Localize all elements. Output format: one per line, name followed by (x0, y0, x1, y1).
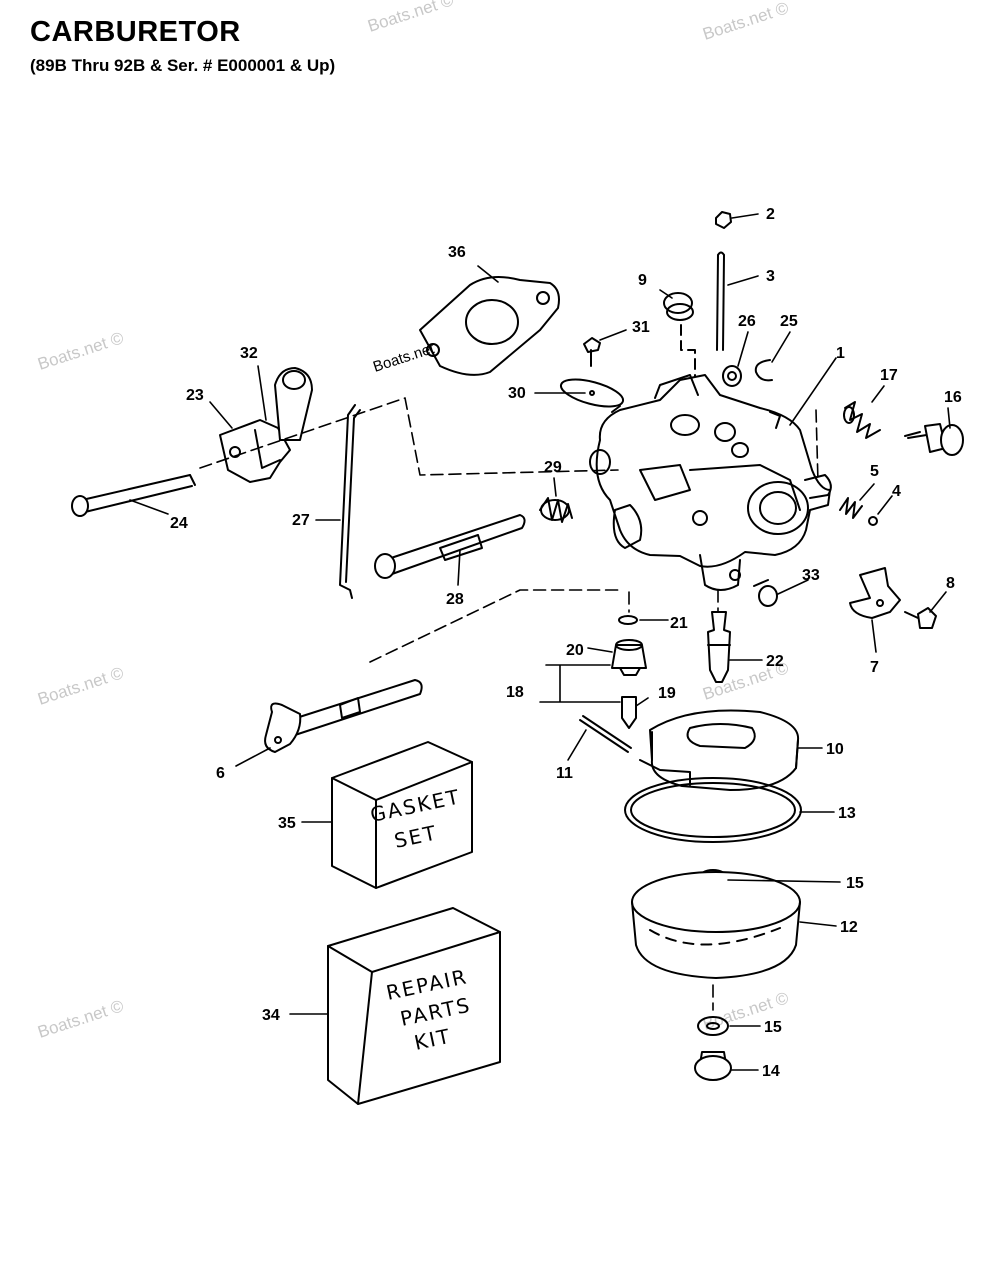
spring-part-5 (839, 497, 863, 519)
gasket-box-line-2: SET (392, 820, 440, 853)
callout-30: 30 (508, 385, 526, 402)
bracket-part-23 (219, 419, 291, 483)
ball-part-4 (868, 516, 878, 526)
float-part-10 (639, 709, 800, 791)
carburetor-body-part-1 (589, 374, 832, 591)
callout-18: 18 (506, 684, 524, 701)
callout-26: 26 (738, 313, 756, 330)
washer-part-15-lower (697, 1016, 729, 1036)
link-rod-part-27 (339, 404, 361, 599)
callout-31: 31 (632, 319, 650, 336)
callout-12: 12 (840, 919, 858, 936)
callout-32: 32 (240, 345, 258, 362)
callout-23: 23 (186, 387, 204, 404)
stud-part-3 (716, 251, 725, 351)
ring-gasket-part-13 (624, 777, 802, 843)
page-subtitle: (89B Thru 92B & Ser. # E000001 & Up) (30, 56, 336, 75)
callout-35: 35 (278, 815, 296, 832)
screw-part-8 (904, 607, 937, 629)
watermark: Boats.net © (35, 996, 126, 1042)
callout-4: 4 (892, 483, 901, 500)
throttle-shaft-part-28 (374, 514, 526, 579)
callout-28: 28 (446, 591, 464, 608)
screw-part-31 (583, 337, 601, 367)
bowl-part-12 (631, 871, 801, 979)
callout-29: 29 (544, 459, 562, 476)
jet-part-22 (707, 611, 731, 683)
callout-1: 1 (836, 345, 845, 362)
repair-box-line-3: KIT (412, 1024, 453, 1055)
pin-part-11 (579, 715, 632, 753)
callout-8: 8 (946, 575, 955, 592)
washer-part-26 (722, 365, 742, 387)
callout-13: 13 (838, 805, 856, 822)
callout-19: 19 (658, 685, 676, 702)
callout-14: 14 (762, 1063, 780, 1080)
watermark: Boats.net © (35, 663, 126, 709)
screw-part-16 (904, 423, 964, 456)
watermark: Boats.net © (35, 328, 126, 374)
callout-25: 25 (780, 313, 798, 330)
callout-9: 9 (638, 272, 647, 289)
callout-15-lower: 15 (764, 1019, 782, 1036)
page-title: CARBURETOR (30, 16, 241, 48)
callout-33: 33 (802, 567, 820, 584)
needle-part-19 (621, 696, 637, 729)
callout-2: 2 (766, 206, 775, 223)
callout-24: 24 (170, 515, 188, 532)
spring-part-29 (539, 497, 573, 523)
watermark: Boats.net © (365, 0, 456, 36)
callout-17: 17 (880, 367, 898, 384)
callout-36: 36 (448, 244, 466, 261)
drain-plug-part-14 (694, 1051, 732, 1081)
throttle-plate-part-30 (559, 378, 625, 408)
cam-part-7 (849, 567, 901, 619)
lever-part-32 (274, 367, 313, 441)
watermark-inline: Boats.net (371, 340, 437, 376)
callout-10: 10 (826, 741, 844, 758)
shaft-part-24 (71, 474, 196, 517)
clip-part-25 (754, 359, 773, 382)
screw-part-33 (753, 579, 778, 607)
gasket-part-21 (618, 615, 638, 625)
nut-part-2 (715, 211, 732, 229)
repair-kit-box-part-34 (327, 907, 501, 1105)
seat-part-20 (611, 639, 647, 676)
callout-5: 5 (870, 463, 879, 480)
callout-7: 7 (870, 659, 879, 676)
callout-22: 22 (766, 653, 784, 670)
watermark: Boats.net © (700, 0, 791, 44)
callout-20: 20 (566, 642, 584, 659)
callout-3: 3 (766, 268, 775, 285)
choke-shaft-part-6 (264, 679, 423, 753)
callout-21: 21 (670, 615, 688, 632)
callout-15-upper: 15 (846, 875, 864, 892)
callout-6: 6 (216, 765, 225, 782)
gasket-part-36: Boats.net (371, 275, 560, 376)
leader-lines (129, 213, 951, 1071)
callout-numbers: 1 2 3 4 5 6 7 8 9 10 11 12 13 14 15 15 1… (170, 206, 962, 1080)
callout-11: 11 (556, 765, 573, 782)
alignment-lines (199, 397, 819, 1011)
callout-16: 16 (944, 389, 962, 406)
callout-27: 27 (292, 512, 310, 529)
callout-34: 34 (262, 1007, 280, 1024)
spring-part-17 (843, 401, 881, 439)
